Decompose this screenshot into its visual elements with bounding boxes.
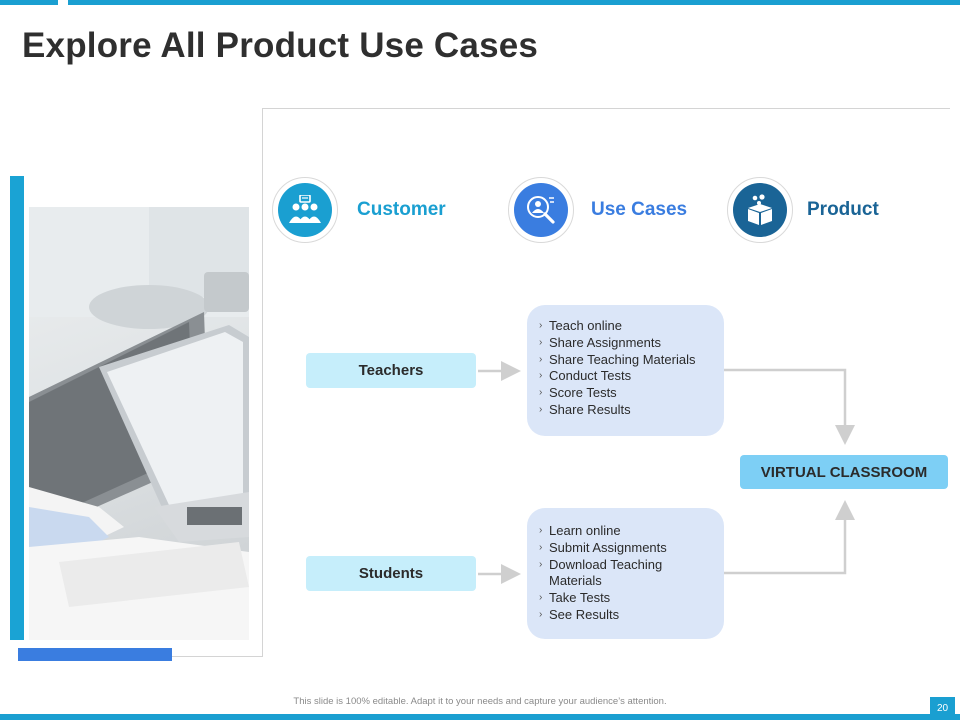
page-number: 20 [930, 697, 955, 719]
teachers-use-cases: ›Teach online ›Share Assignments ›Share … [527, 305, 724, 436]
bottom-accent-bar [0, 714, 960, 720]
list-item: ›Share Results [539, 401, 631, 417]
list-item: ›Share Teaching Materials [539, 351, 696, 367]
list-item: ›Score Tests [539, 385, 617, 401]
list-item: ›Conduct Tests [539, 368, 632, 384]
frame-line-left [262, 108, 263, 656]
list-item: ›Submit Assignments [539, 539, 667, 555]
list-item: ›Take Tests [539, 590, 611, 606]
frame-line-top [262, 108, 950, 109]
product-header-icon [727, 177, 793, 243]
role-students: Students [306, 556, 476, 591]
product-header-label: Product [807, 199, 879, 220]
list-item: ›Share Assignments [539, 334, 662, 350]
laptop-photo [29, 207, 249, 640]
box-icon [748, 194, 772, 225]
connector-teachers-to-product [724, 368, 855, 445]
top-accent-bar-right [68, 0, 960, 5]
top-accent-bar-left [0, 0, 58, 5]
connector-students-to-product [724, 500, 855, 575]
magnifier-person-icon [527, 196, 555, 224]
list-item: ›Learn online [539, 523, 621, 538]
accent-bar-horizontal [18, 648, 172, 661]
use-cases-header-icon [508, 177, 574, 243]
customer-header-label: Customer [357, 199, 446, 220]
use-cases-header-label: Use Cases [591, 199, 688, 220]
list-item: ›Teach online [539, 318, 622, 333]
product-virtual-classroom: VIRTUAL CLASSROOM [740, 455, 948, 489]
page-title: Explore All Product Use Cases [22, 26, 539, 65]
people-basket-icon [289, 195, 321, 223]
role-teachers: Teachers [306, 353, 476, 388]
footer-note: This slide is 100% editable. Adapt it to… [293, 696, 667, 707]
accent-bar-vertical [10, 176, 24, 640]
list-item: ›Download Teaching Materials [539, 556, 663, 589]
customer-header-icon [272, 177, 338, 243]
list-item: ›See Results [539, 606, 620, 622]
students-use-cases: ›Learn online ›Submit Assignments ›Downl… [527, 508, 724, 639]
